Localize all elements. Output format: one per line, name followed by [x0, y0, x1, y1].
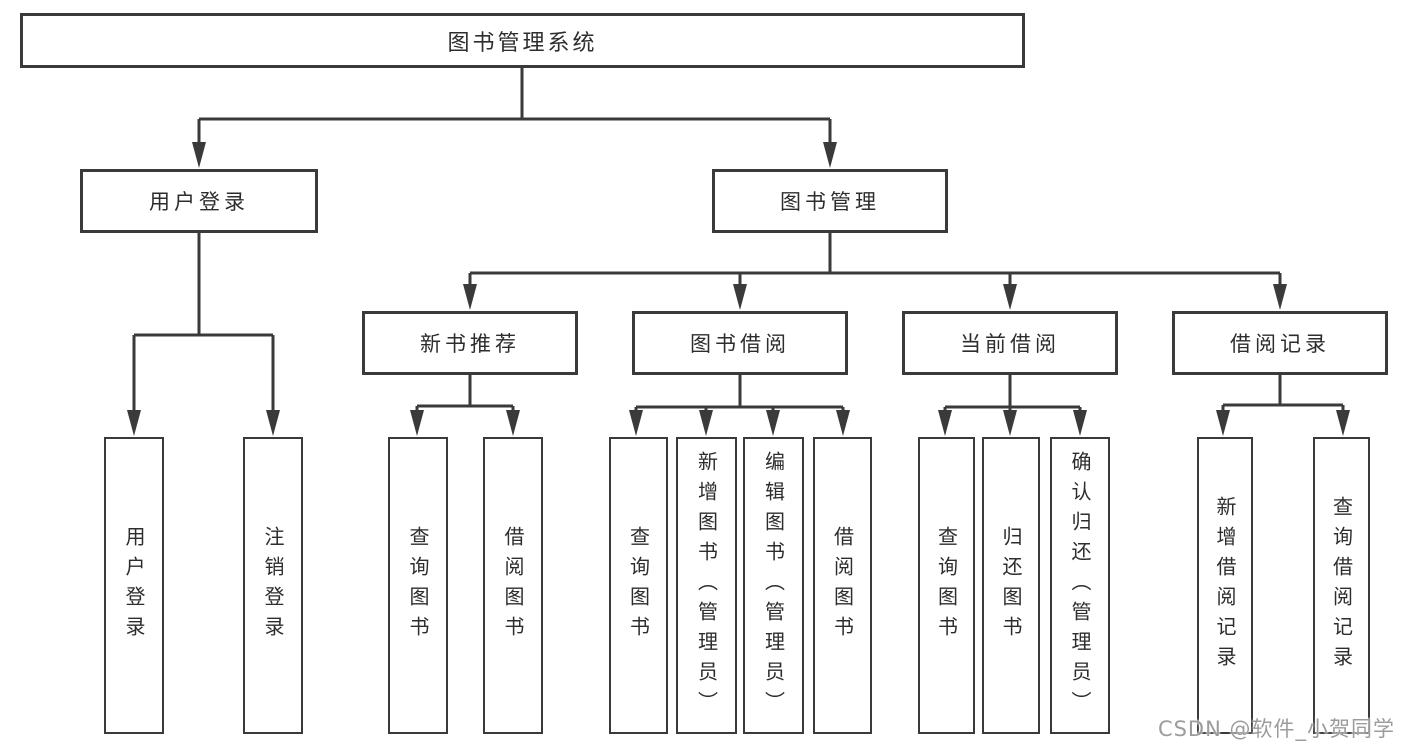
node-book-management: 图书管理 [712, 169, 948, 233]
leaf-search-books-3: 查询图书 [918, 437, 975, 734]
node-current-borrowing: 当前借阅 [902, 311, 1118, 375]
leaf-edit-books-admin: 编辑图书（管理员） [743, 437, 804, 734]
tree-edges [132, 68, 1345, 411]
node-borrowing-records: 借阅记录 [1172, 311, 1388, 375]
watermark: CSDN @软件_小贺同学 [1157, 717, 1395, 741]
leaf-borrow-books-2: 借阅图书 [813, 437, 872, 734]
leaf-search-borrow-record: 查询借阅记录 [1313, 437, 1370, 734]
leaf-user-login: 用户登录 [104, 437, 164, 734]
node-new-book-recommendation: 新书推荐 [362, 311, 578, 375]
node-user-login: 用户登录 [80, 169, 318, 233]
leaf-search-books-1: 查询图书 [388, 437, 448, 734]
leaf-add-books-admin: 新增图书（管理员） [676, 437, 737, 734]
leaf-search-books-2: 查询图书 [609, 437, 668, 734]
leaf-logout: 注销登录 [243, 437, 303, 734]
arrowheads [127, 142, 1350, 436]
node-book-borrowing: 图书借阅 [632, 311, 848, 375]
leaf-borrow-books-1: 借阅图书 [483, 437, 543, 734]
node-library-management-system: 图书管理系统 [20, 13, 1025, 68]
leaf-add-borrow-record: 新增借阅记录 [1197, 437, 1253, 734]
leaf-return-books: 归还图书 [982, 437, 1040, 734]
leaf-confirm-return-admin: 确认归还（管理员） [1050, 437, 1110, 734]
